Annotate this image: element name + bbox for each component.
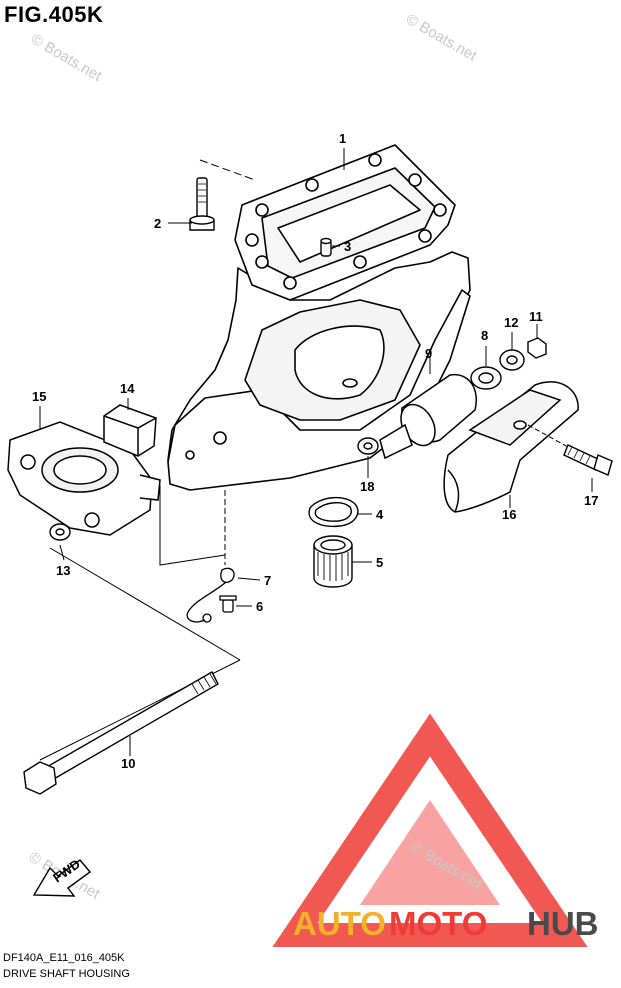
leader-line: [159, 485, 226, 566]
figure-code: DF140A_E11_016_405K: [3, 952, 125, 964]
callout-15: 15: [32, 389, 46, 404]
watermark-text: © Boats.net: [28, 31, 105, 85]
logo-triangle-icon: [272, 713, 588, 947]
part-bushing: [379, 374, 477, 460]
fwd-arrow-icon: FWD: [32, 856, 92, 897]
part-nut-11: [527, 337, 547, 359]
callout-3: 3: [344, 239, 351, 254]
part-dowel-pin: [320, 237, 332, 257]
callout-10: 10: [121, 756, 135, 771]
part-washer-12: [499, 349, 525, 371]
watermark-text: © Boats.net: [403, 11, 480, 65]
callout-12: 12: [504, 315, 518, 330]
callout-2: 2: [154, 216, 161, 231]
figure-name: DRIVE SHAFT HOUSING: [3, 968, 130, 980]
part-bolt-17: [563, 444, 613, 476]
callout-16: 16: [502, 507, 516, 522]
callout-5: 5: [376, 555, 383, 570]
logo-part-moto: MOTO: [389, 905, 487, 942]
callout-11: 11: [529, 309, 543, 324]
part-needle-bearing: [313, 535, 353, 588]
callout-7: 7: [264, 573, 271, 588]
logo-wordmark: AUTO MOTO HUB: [293, 905, 599, 942]
part-washer-18: [357, 437, 379, 455]
part-rubber-pad: [103, 404, 157, 457]
leader-line: [199, 159, 256, 181]
part-clamp-bracket: [443, 381, 579, 513]
callout-8: 8: [481, 328, 488, 343]
callout-4: 4: [376, 507, 384, 522]
part-gasket: [308, 497, 359, 528]
callout-13: 13: [56, 563, 70, 578]
callout-1: 1: [339, 131, 346, 146]
part-long-bolt: [23, 671, 219, 795]
figure-title: FIG.405K: [4, 2, 104, 27]
part-screw-6: [219, 595, 237, 613]
part-mount-yoke: [7, 421, 161, 536]
callout-14: 14: [120, 381, 135, 396]
part-washer-8: [470, 366, 502, 390]
callout-18: 18: [360, 479, 374, 494]
callout-17: 17: [584, 493, 598, 508]
logo-part-hub: HUB: [527, 905, 599, 942]
callout-6: 6: [256, 599, 263, 614]
part-bolt-2: [189, 177, 215, 231]
part-drive-shaft-housing: [167, 144, 471, 491]
logo-part-auto: AUTO: [293, 905, 386, 942]
leader-line: [49, 547, 241, 661]
callout-leaders: [39, 148, 593, 756]
callout-9: 9: [425, 346, 432, 361]
part-wire-clip: [186, 567, 235, 623]
callout-numbers: 1 2 3 4 5 6 7 8 9 10 11 12 13 14 15 16 1…: [32, 131, 598, 771]
part-washer-13: [49, 523, 71, 541]
